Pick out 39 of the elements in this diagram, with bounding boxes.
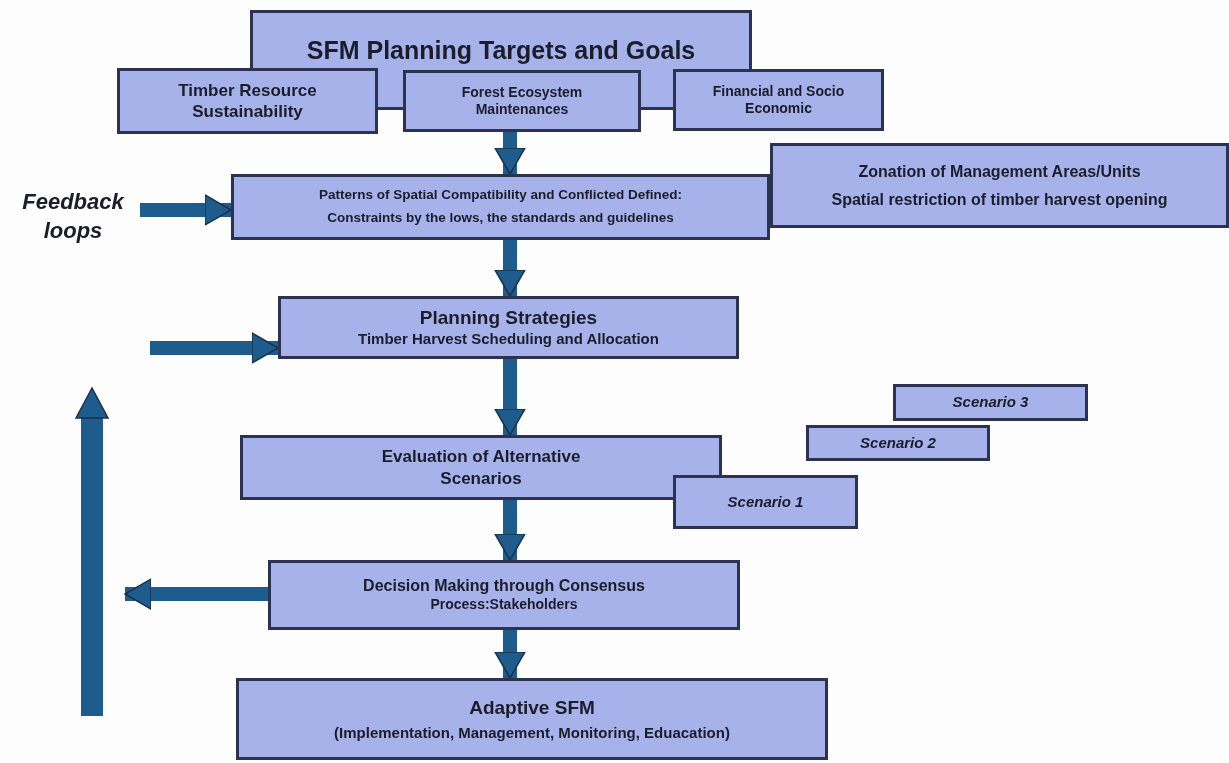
process-box — [893, 384, 1088, 421]
process-box — [268, 560, 740, 630]
box-heading: SFM Planning Targets and Goals — [306, 35, 696, 66]
box-text: Process:Stakeholders — [430, 596, 578, 614]
process-box — [673, 475, 858, 529]
process-box — [770, 143, 1229, 228]
box-text: Constraints by the lows, the standards and guidelines — [327, 210, 674, 227]
box-heading: Financial and Socio Economic — [711, 82, 846, 118]
box-heading: Scenario 2 — [860, 433, 936, 453]
process-box — [240, 435, 722, 500]
box-heading: Zonation of Management Areas/Units — [858, 161, 1141, 182]
box-heading: Decision Making through Consensus — [363, 576, 645, 597]
feedback-label: Feedback loops — [21, 188, 126, 245]
box-heading: Timber Resource Sustainability — [177, 79, 318, 123]
box-heading: Evaluation of Alternative Scenarios — [380, 446, 582, 489]
process-box — [806, 425, 990, 461]
box-heading: Scenario 3 — [952, 393, 1029, 412]
box-heading: Adaptive SFM — [469, 695, 595, 720]
block-arrow — [494, 500, 526, 561]
process-box — [403, 70, 641, 132]
block-arrow — [124, 578, 268, 610]
box-text: Spatial restriction of timber harvest opening — [831, 189, 1168, 210]
box-heading: Scenario 1 — [727, 492, 804, 512]
block-arrow — [494, 132, 526, 175]
process-box — [231, 174, 770, 240]
block-arrow — [494, 359, 526, 436]
box-text: (Implementation, Management, Monitoring, Eduacation) — [334, 723, 730, 743]
process-box — [278, 296, 739, 359]
block-arrow — [150, 332, 279, 364]
box-heading: Patterns of Spatial Compatibility and Conflicted Defined: — [319, 187, 682, 204]
block-arrow — [494, 630, 526, 679]
process-box — [673, 69, 884, 131]
box-heading: Planning Strategies — [419, 306, 598, 330]
process-box — [117, 68, 378, 134]
process-box — [236, 678, 828, 760]
block-arrow — [140, 194, 232, 226]
box-heading: Forest Ecosystem Maintenances — [460, 83, 584, 119]
block-arrow — [494, 240, 526, 297]
box-text: Timber Harvest Scheduling and Allocation — [358, 330, 659, 349]
